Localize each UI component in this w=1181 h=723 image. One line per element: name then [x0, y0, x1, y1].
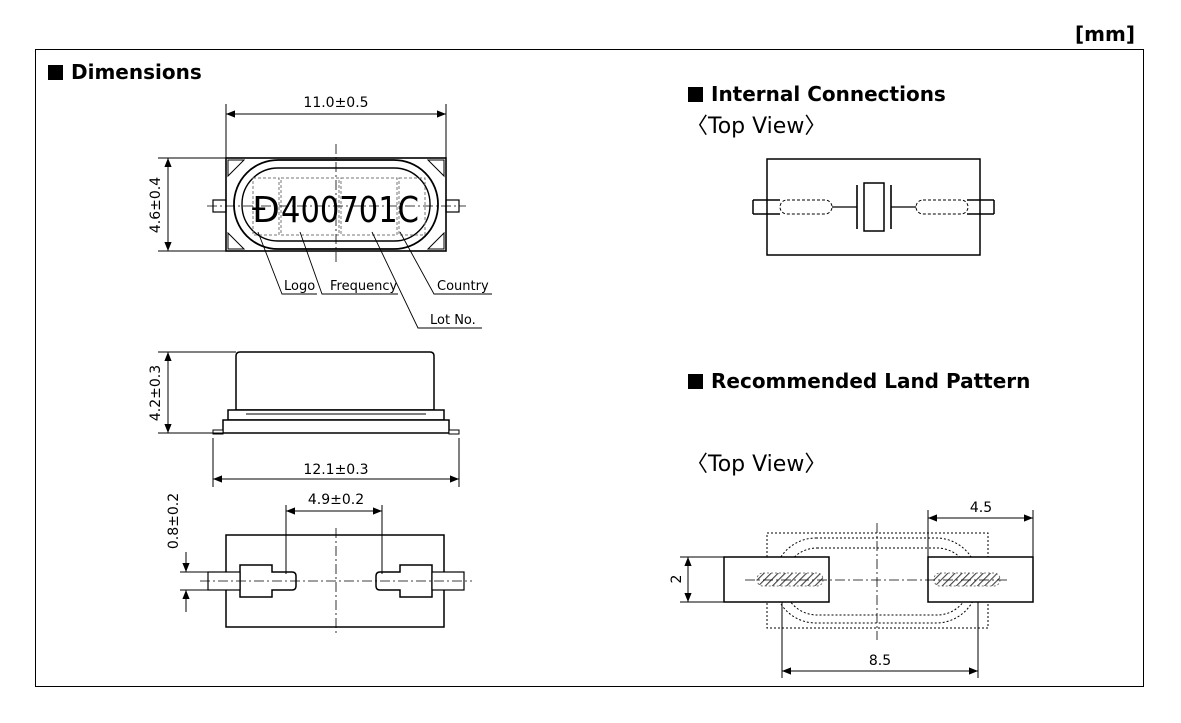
- dim-pad-length: [927, 510, 1034, 557]
- crystal-symbol: [863, 182, 885, 232]
- unit-label: [mm]: [1075, 22, 1135, 46]
- marking-leaders: [257, 231, 492, 329]
- corner-mark: [227, 231, 246, 250]
- dim-pad-span-label: 8.5: [869, 653, 891, 669]
- dim-length-label: 11.0±0.5: [303, 95, 368, 111]
- land-pattern-heading: Recommended Land Pattern: [688, 369, 1030, 393]
- dim-length: [225, 104, 447, 158]
- country-area: [398, 177, 426, 236]
- dim-pad-width: [680, 556, 724, 603]
- land-pattern-heading-text: Recommended Land Pattern: [711, 369, 1031, 393]
- dim-overall-length: [212, 438, 460, 487]
- dim-width: [158, 157, 226, 252]
- corner-mark: [227, 159, 246, 178]
- dim-pad-width-label: 2: [669, 575, 685, 584]
- drawing-frame: [35, 49, 1144, 687]
- logo-glyph: Đ: [252, 190, 280, 231]
- dim-lead-spacing: [285, 505, 383, 574]
- dim-lead-width-label: 0.8±0.2: [166, 493, 182, 549]
- internal-connections-diagram: [752, 158, 995, 256]
- dim-pad-span: [781, 602, 979, 678]
- dim-pad-length-label: 4.5: [970, 500, 992, 516]
- marking-text: 400701C: [281, 190, 419, 231]
- side-can: [235, 351, 435, 411]
- corner-mark: [426, 159, 445, 178]
- top-view-label-1: 〈Top View〉: [686, 114, 827, 139]
- ic-lead-right: [915, 199, 969, 215]
- dim-lead-width: [180, 552, 208, 612]
- square-bullet-icon: [688, 374, 703, 389]
- land-pattern-diagram: [723, 523, 1034, 640]
- corner-mark: [426, 231, 445, 250]
- dim-lead-spacing-label: 4.9±0.2: [308, 492, 364, 508]
- dim-overall-length-label: 12.1±0.3: [303, 462, 368, 478]
- lp-lead-right: [933, 572, 1001, 587]
- lot-area: [340, 177, 398, 236]
- country-label: Country: [437, 279, 489, 294]
- dim-height: [158, 351, 236, 434]
- dim-height-label: 4.2±0.3: [148, 365, 164, 421]
- side-base: [227, 409, 445, 421]
- dimensions-heading-text: Dimensions: [71, 60, 202, 84]
- dim-width-label: 4.6±0.4: [148, 177, 164, 233]
- logo-area: [252, 177, 280, 236]
- frequency-area: [280, 177, 340, 236]
- side-bottom: [222, 419, 450, 434]
- side-lead-right: [448, 429, 460, 435]
- top-view-label-2: 〈Top View〉: [686, 452, 827, 477]
- square-bullet-icon: [48, 65, 63, 80]
- frequency-label: Frequency: [330, 279, 397, 294]
- logo-label: Logo: [284, 279, 315, 294]
- dimensions-heading: Dimensions: [48, 60, 202, 84]
- ic-lead-left: [779, 199, 833, 215]
- side-view-package: [212, 351, 460, 435]
- internal-connections-heading-text: Internal Connections: [711, 82, 946, 106]
- bottom-center-lines: [200, 528, 472, 634]
- lp-can-outline: [773, 537, 979, 624]
- internal-connections-heading: Internal Connections: [688, 82, 946, 106]
- side-lead-left: [212, 429, 224, 435]
- lot-label: Lot No.: [430, 313, 476, 328]
- square-bullet-icon: [688, 87, 703, 102]
- top-view-package: [207, 144, 466, 262]
- lp-lead-left: [756, 572, 824, 587]
